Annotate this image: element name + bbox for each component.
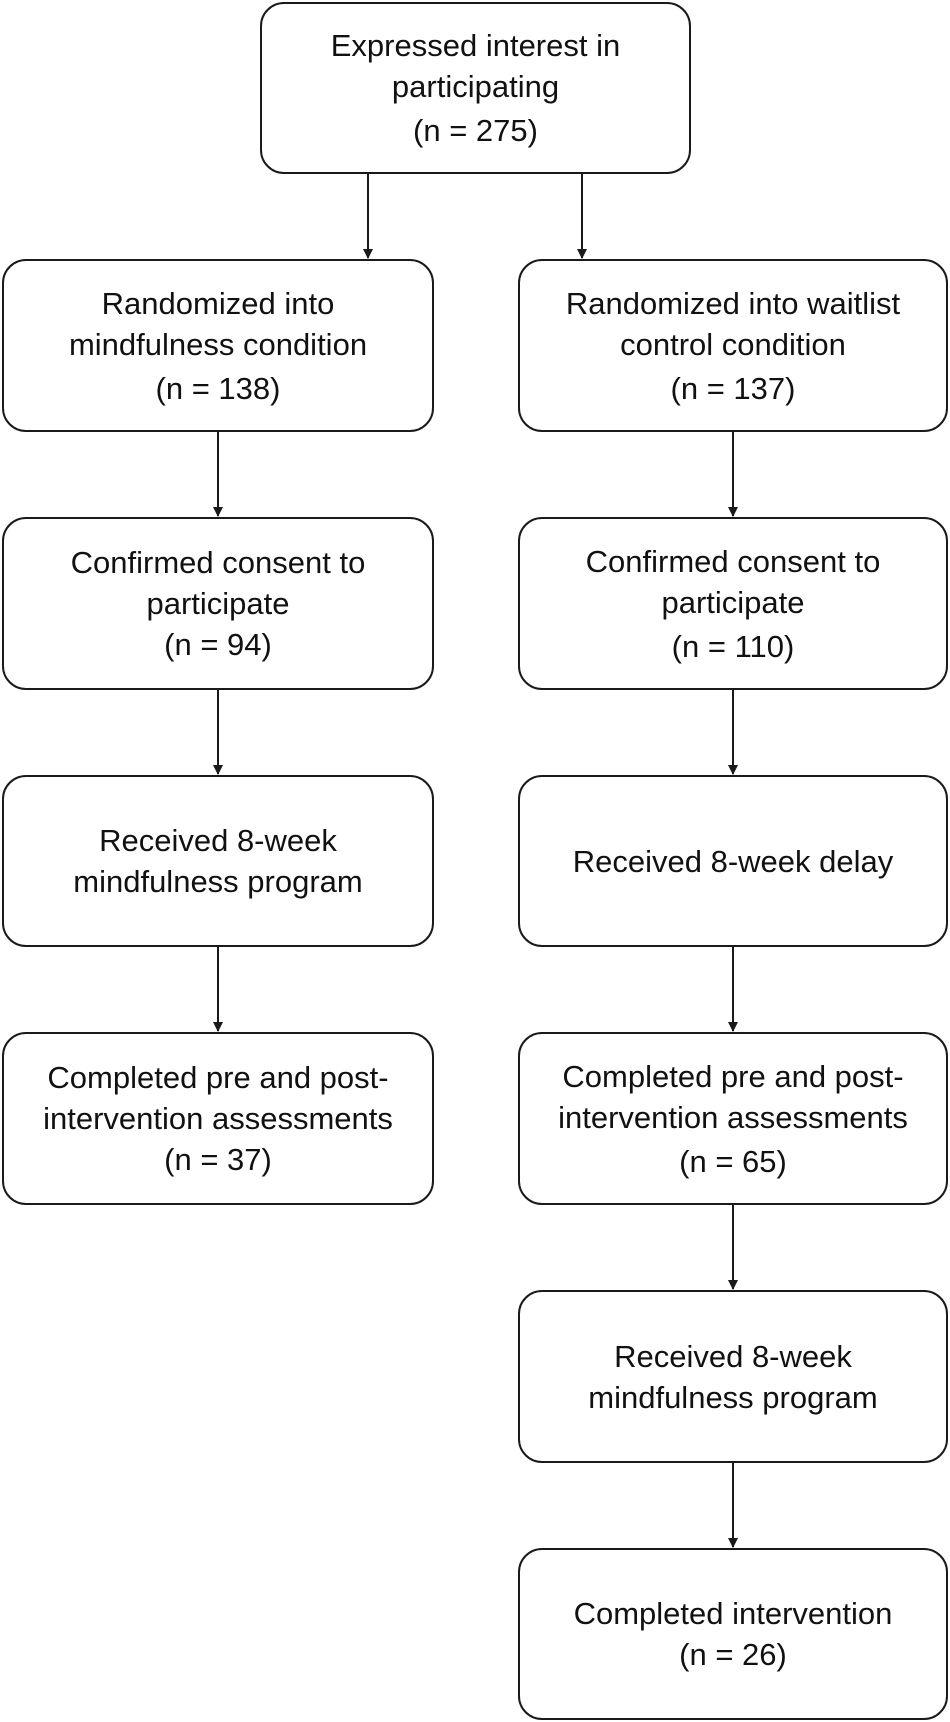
box-right-completed-intervention: Completed intervention (n = 26)	[518, 1548, 948, 1720]
box-count: (n = 138)	[155, 370, 281, 406]
box-line: Received 8-week delay	[572, 843, 894, 879]
box-text: Randomized into mindfulness condition (n…	[69, 283, 367, 409]
box-right-confirmed-consent: Confirmed consent to participate (n = 11…	[518, 517, 948, 690]
box-line: Expressed interest in	[330, 28, 621, 63]
box-count: (n = 137)	[670, 370, 796, 406]
box-count: (n = 94)	[164, 627, 272, 662]
box-line: Completed intervention	[573, 1596, 893, 1631]
box-count: (n = 26)	[679, 1637, 787, 1672]
box-text: Completed pre and post- intervention ass…	[43, 1057, 393, 1180]
box-count: (n = 37)	[164, 1142, 272, 1177]
box-text: Expressed interest in participating (n =…	[331, 25, 620, 151]
box-line: participating	[391, 69, 560, 104]
box-line: control condition	[620, 326, 846, 362]
box-line: participate	[146, 586, 290, 621]
box-text: Completed intervention (n = 26)	[574, 1593, 893, 1675]
box-line: Received 8-week	[99, 823, 337, 858]
box-line: mindfulness program	[73, 864, 363, 899]
box-text: Randomized into waitlist control conditi…	[566, 283, 900, 409]
box-text: Received 8-week delay	[573, 841, 894, 882]
box-count: (n = 110)	[671, 628, 795, 664]
box-text: Confirmed consent to participate (n = 11…	[586, 541, 881, 667]
box-count: (n = 275)	[413, 113, 538, 148]
box-line: intervention assessments	[558, 1099, 908, 1135]
box-line: participate	[661, 584, 805, 620]
box-line: Confirmed consent to	[585, 543, 881, 579]
box-line: Confirmed consent to	[70, 545, 366, 580]
box-line: mindfulness condition	[68, 326, 368, 362]
box-left-confirmed-consent: Confirmed consent to participate (n = 94…	[2, 517, 434, 690]
box-right-received-delay: Received 8-week delay	[518, 775, 948, 947]
box-line: Received 8-week	[614, 1338, 852, 1374]
box-line: Completed pre and post-	[562, 1058, 904, 1094]
box-text: Received 8-week mindfulness program	[73, 820, 362, 902]
box-line: intervention assessments	[43, 1101, 393, 1136]
box-text: Received 8-week mindfulness program	[588, 1336, 877, 1418]
box-right-completed-assessments: Completed pre and post- intervention ass…	[518, 1032, 948, 1205]
box-left-randomized-mindfulness: Randomized into mindfulness condition (n…	[2, 259, 434, 432]
box-right-received-program: Received 8-week mindfulness program	[518, 1290, 948, 1463]
box-left-completed-assessments: Completed pre and post- intervention ass…	[2, 1032, 434, 1205]
box-right-randomized-waitlist: Randomized into waitlist control conditi…	[518, 259, 948, 432]
box-line: Randomized into waitlist	[565, 285, 901, 321]
box-left-received-program: Received 8-week mindfulness program	[2, 775, 434, 947]
box-text: Completed pre and post- intervention ass…	[558, 1056, 908, 1182]
box-count: (n = 65)	[679, 1143, 787, 1179]
box-text: Confirmed consent to participate (n = 94…	[71, 542, 366, 665]
box-line: Completed pre and post-	[47, 1060, 389, 1095]
box-line: mindfulness program	[588, 1379, 878, 1415]
box-expressed-interest: Expressed interest in participating (n =…	[260, 2, 691, 174]
box-line: Randomized into	[101, 285, 335, 321]
